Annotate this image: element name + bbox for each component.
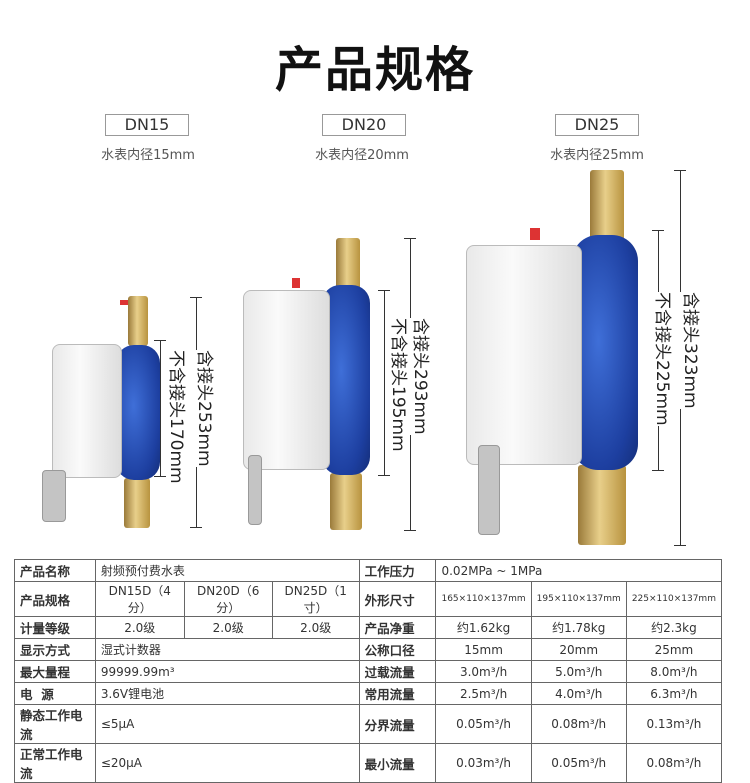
row-label: 过载流量 <box>358 660 437 683</box>
row-label: 最小流量 <box>358 743 437 783</box>
row-label: 电 源 <box>14 682 96 705</box>
cell: DN15D（4分） <box>94 581 185 617</box>
row-label: 公称口径 <box>358 638 437 661</box>
cell: 2.0级 <box>183 616 273 639</box>
dimension-with-joint-dn25: 含接头323mm <box>680 292 700 409</box>
dimension-without-joint-dn20: 不含接头195mm <box>388 318 408 452</box>
table-row: 产品规格 DN15D（4分） DN20D（6分） DN25D（1寸） 外形尺寸 … <box>14 581 723 617</box>
row-label: 计量等级 <box>14 616 96 639</box>
cell: 20mm <box>530 638 627 661</box>
row-label: 产品规格 <box>14 581 96 617</box>
cell: DN25D（1寸） <box>271 581 360 617</box>
row-label: 产品名称 <box>14 559 96 582</box>
table-row: 产品名称 射频预付费水表 工作压力 0.02MPa ~ 1MPa <box>14 559 722 582</box>
dimension-with-joint-dn20: 含接头293mm <box>410 318 430 435</box>
table-row: 静态工作电流 ≤5μA 分界流量 0.05m³/h 0.08m³/h 0.13m… <box>14 704 723 744</box>
cell: 3.6V锂电池 <box>94 682 360 705</box>
dimension-with-joint-dn15: 含接头253mm <box>194 350 214 467</box>
cell: 0.13m³/h <box>625 704 723 744</box>
row-label: 分界流量 <box>358 704 437 744</box>
spec-table: 产品名称 射频预付费水表 工作压力 0.02MPa ~ 1MPa 产品规格 DN… <box>14 559 723 783</box>
cell: 99999.99m³ <box>94 660 360 683</box>
model-label-dn20: DN20 <box>322 114 406 136</box>
cell: 25mm <box>625 638 723 661</box>
row-label: 最大量程 <box>14 660 96 683</box>
cell: ≤5μA <box>94 704 360 744</box>
dimension-without-joint-dn25: 不含接头225mm <box>652 292 672 426</box>
cell: 225×110×137mm <box>625 581 723 617</box>
model-label-dn15: DN15 <box>105 114 189 136</box>
row-label: 产品净重 <box>358 616 437 639</box>
row-label: 静态工作电流 <box>14 704 96 744</box>
table-row: 正常工作电流 ≤20μA 最小流量 0.03m³/h 0.05m³/h 0.08… <box>14 743 723 783</box>
cell: 0.05m³/h <box>435 704 532 744</box>
cell: 2.5m³/h <box>435 682 532 705</box>
cell: DN20D（6分） <box>183 581 273 617</box>
bore-label-dn20: 水表内径20mm <box>315 148 409 163</box>
bore-label-dn25: 水表内径25mm <box>550 148 644 163</box>
cell: 约2.3kg <box>625 616 723 639</box>
cell: 0.08m³/h <box>530 704 627 744</box>
table-row: 最大量程 99999.99m³ 过载流量 3.0m³/h 5.0m³/h 8.0… <box>14 660 723 683</box>
row-label: 正常工作电流 <box>14 743 96 783</box>
dimension-without-joint-dn15: 不含接头170mm <box>166 350 186 484</box>
cell: 4.0m³/h <box>530 682 627 705</box>
cell: 约1.78kg <box>530 616 627 639</box>
cell: 15mm <box>435 638 532 661</box>
row-label: 工作压力 <box>358 559 437 582</box>
cell: ≤20μA <box>94 743 360 783</box>
row-label: 外形尺寸 <box>358 581 437 617</box>
cell: 湿式计数器 <box>94 638 360 661</box>
cell: 0.02MPa ~ 1MPa <box>435 559 722 582</box>
cell: 5.0m³/h <box>530 660 627 683</box>
table-row: 计量等级 2.0级 2.0级 2.0级 产品净重 约1.62kg 约1.78kg… <box>14 616 723 639</box>
cell: 3.0m³/h <box>435 660 532 683</box>
model-label-dn25: DN25 <box>555 114 639 136</box>
cell: 2.0级 <box>271 616 360 639</box>
table-row: 电 源 3.6V锂电池 常用流量 2.5m³/h 4.0m³/h 6.3m³/h <box>14 682 723 705</box>
bore-label-dn15: 水表内径15mm <box>101 148 195 163</box>
cell: 165×110×137mm <box>435 581 532 617</box>
table-row: 显示方式 湿式计数器 公称口径 15mm 20mm 25mm <box>14 638 723 661</box>
row-label: 显示方式 <box>14 638 96 661</box>
page-title: 产品规格 <box>274 42 475 98</box>
cell: 约1.62kg <box>435 616 532 639</box>
cell: 2.0级 <box>94 616 185 639</box>
cell: 195×110×137mm <box>530 581 627 617</box>
cell: 0.05m³/h <box>530 743 627 783</box>
cell: 射频预付费水表 <box>94 559 360 582</box>
cell: 0.08m³/h <box>625 743 723 783</box>
cell: 6.3m³/h <box>625 682 723 705</box>
row-label: 常用流量 <box>358 682 437 705</box>
cell: 8.0m³/h <box>625 660 723 683</box>
cell: 0.03m³/h <box>435 743 532 783</box>
